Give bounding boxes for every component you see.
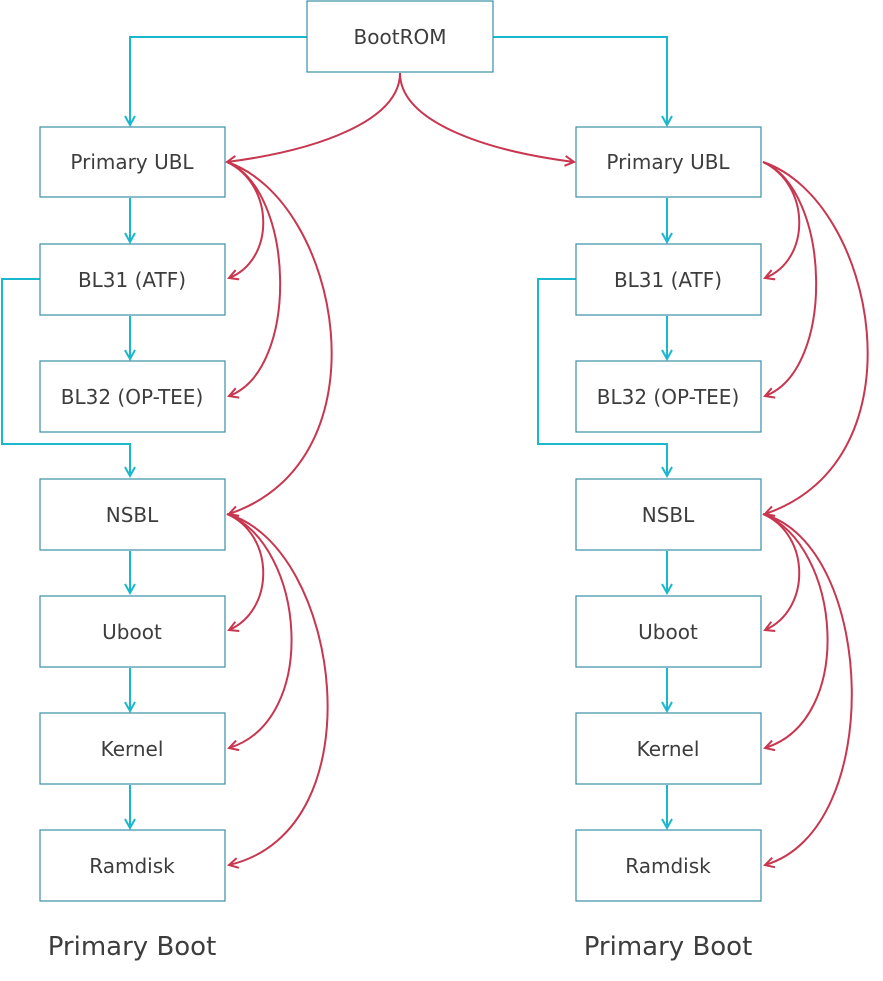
right-kernel-label: Kernel xyxy=(637,737,700,761)
right-primary-ubl-node: Primary UBL xyxy=(575,126,762,198)
left-bl31-node: BL31 (ATF) xyxy=(39,243,226,316)
left-kernel-label: Kernel xyxy=(101,737,164,761)
right-bl31-label: BL31 (ATF) xyxy=(614,268,722,292)
left-primary-ubl-node: Primary UBL xyxy=(39,126,226,198)
right-uboot-label: Uboot xyxy=(638,620,698,644)
flow-root-to-left-ubl xyxy=(130,36,307,125)
load-bootrom-to-left-ubl xyxy=(227,72,401,162)
control-flow-arrows xyxy=(1,36,667,828)
left-uboot-node: Uboot xyxy=(39,595,226,668)
left-ramdisk-node: Ramdisk xyxy=(39,829,226,902)
left-bl32-label: BL32 (OP-TEE) xyxy=(61,385,204,409)
load-left-nsbl-to-kernel xyxy=(226,513,293,748)
right-nsbl-node: NSBL xyxy=(575,478,762,551)
right-bl32-node: BL32 (OP-TEE) xyxy=(575,360,762,433)
left-branch-caption: Primary Boot xyxy=(48,932,217,962)
right-primary-ubl-label: Primary UBL xyxy=(606,150,730,174)
right-bl31-node: BL31 (ATF) xyxy=(575,243,762,316)
left-bl32-node: BL32 (OP-TEE) xyxy=(39,360,226,433)
load-arrows xyxy=(226,72,869,865)
right-uboot-node: Uboot xyxy=(575,595,762,668)
right-ramdisk-label: Ramdisk xyxy=(625,854,711,878)
load-bootrom-to-right-ubl xyxy=(399,72,574,162)
flow-right-bl31-to-nsbl xyxy=(537,278,667,476)
left-branch: Primary UBL BL31 (ATF) BL32 (OP-TEE) NSB… xyxy=(39,126,226,962)
right-branch-caption: Primary Boot xyxy=(584,932,753,962)
right-bl32-label: BL32 (OP-TEE) xyxy=(597,385,740,409)
left-uboot-label: Uboot xyxy=(102,620,162,644)
right-ramdisk-node: Ramdisk xyxy=(575,829,762,902)
right-nsbl-label: NSBL xyxy=(642,503,695,527)
flow-left-bl31-to-nsbl xyxy=(1,278,130,476)
load-left-nsbl-to-uboot xyxy=(226,513,265,630)
left-nsbl-label: NSBL xyxy=(106,503,159,527)
bootrom-label: BootROM xyxy=(354,25,447,49)
load-right-ubl-to-bl32 xyxy=(762,161,818,396)
bootrom-node: BootROM xyxy=(306,0,494,73)
right-kernel-node: Kernel xyxy=(575,712,762,785)
load-right-nsbl-to-ramdisk xyxy=(762,513,853,865)
right-branch: Primary UBL BL31 (ATF) BL32 (OP-TEE) NSB… xyxy=(575,126,762,962)
flow-root-to-right-ubl xyxy=(493,36,667,125)
load-left-ubl-to-nsbl xyxy=(226,161,333,514)
load-right-ubl-to-nsbl xyxy=(762,161,869,514)
load-left-nsbl-to-ramdisk xyxy=(226,513,329,865)
load-left-ubl-to-bl32 xyxy=(226,161,282,396)
load-right-nsbl-to-uboot xyxy=(762,513,801,630)
left-kernel-node: Kernel xyxy=(39,712,226,785)
left-primary-ubl-label: Primary UBL xyxy=(70,150,194,174)
left-ramdisk-label: Ramdisk xyxy=(89,854,175,878)
left-bl31-label: BL31 (ATF) xyxy=(78,268,186,292)
load-right-nsbl-to-kernel xyxy=(762,513,829,748)
left-nsbl-node: NSBL xyxy=(39,478,226,551)
